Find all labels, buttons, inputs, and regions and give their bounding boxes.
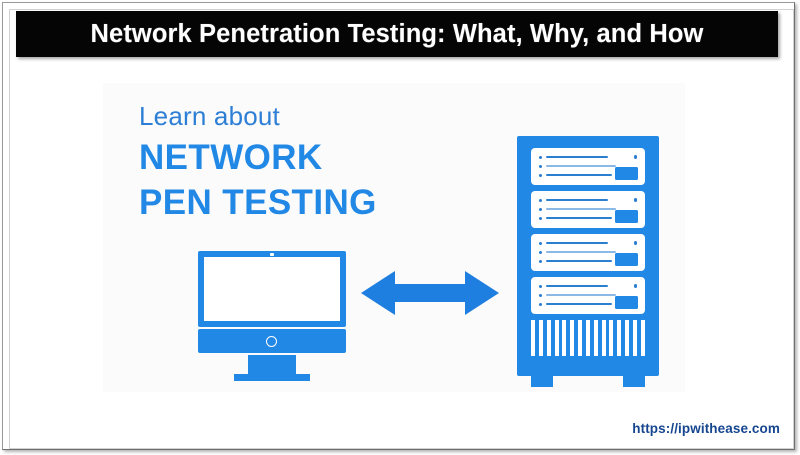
rack-unit (531, 148, 645, 185)
unit-dot-icon (539, 242, 542, 245)
unit-line (546, 285, 608, 287)
unit-dot-icon (539, 294, 542, 297)
grille-slat (609, 320, 614, 356)
monitor-screen (204, 257, 340, 321)
unit-line (546, 156, 608, 158)
unit-panel (615, 296, 638, 309)
grille-slat (601, 320, 606, 356)
unit-line (546, 165, 616, 167)
unit-panel (615, 253, 638, 266)
title-banner: Network Penetration Testing: What, Why, … (16, 11, 778, 57)
monitor-webcam-icon (270, 253, 274, 256)
monitor-bezel (198, 251, 346, 327)
unit-dot-icon (539, 208, 542, 211)
grille-slat (617, 320, 622, 356)
monitor-power-button-icon (266, 336, 277, 347)
rack-unit (531, 191, 645, 228)
grille-slat (632, 320, 637, 356)
unit-dot-icon (539, 217, 542, 220)
unit-led-icon (633, 284, 637, 288)
grille-slat (554, 320, 559, 356)
monitor-stand-neck (248, 355, 296, 375)
grille-slat (625, 320, 630, 356)
headline-line-pen-testing: PEN TESTING (139, 183, 377, 222)
unit-line (546, 199, 608, 201)
unit-line (546, 217, 612, 219)
server-rack-icon (507, 136, 667, 389)
site-watermark: https://ipwithease.com (632, 421, 780, 436)
unit-line (546, 294, 616, 296)
unit-dot-icon (539, 165, 542, 168)
grille-slat (640, 320, 645, 356)
illustration-panel: Learn about NETWORK PEN TESTING (103, 83, 685, 392)
grille-slat (570, 320, 575, 356)
grille-slat (562, 320, 567, 356)
unit-panel (615, 167, 638, 180)
rack-unit (531, 277, 645, 314)
rack-leg (531, 376, 553, 387)
unit-line (546, 208, 616, 210)
desktop-monitor-icon (198, 251, 346, 381)
unit-dot-icon (539, 174, 542, 177)
unit-line (546, 303, 612, 305)
grille-slat (531, 320, 535, 356)
rack-unit (531, 234, 645, 271)
grille-slat (593, 320, 598, 356)
unit-panel (615, 210, 638, 223)
unit-led-icon (633, 155, 637, 159)
page-title: Network Penetration Testing: What, Why, … (90, 19, 704, 48)
grille-slat (585, 320, 590, 356)
bidirectional-arrow-icon (361, 269, 499, 317)
unit-line (546, 260, 612, 262)
unit-dot-icon (539, 303, 542, 306)
rack-ventilation-grille (531, 320, 645, 356)
rack-leg (623, 376, 645, 387)
unit-led-icon (633, 241, 637, 245)
unit-dot-icon (539, 251, 542, 254)
headline-line-network: NETWORK (139, 138, 323, 177)
monitor-stand-base (234, 374, 310, 381)
unit-line (546, 251, 616, 253)
unit-dot-icon (539, 156, 542, 159)
unit-line (546, 174, 612, 176)
grille-slat (578, 320, 583, 356)
unit-dot-icon (539, 285, 542, 288)
grille-slat (538, 320, 543, 356)
unit-dot-icon (539, 260, 542, 263)
headline-kicker: Learn about (139, 101, 280, 131)
unit-dot-icon (539, 199, 542, 202)
headline-block: Learn about NETWORK PEN TESTING (139, 100, 469, 225)
unit-led-icon (633, 198, 637, 202)
unit-line (546, 242, 608, 244)
grille-slat (546, 320, 551, 356)
